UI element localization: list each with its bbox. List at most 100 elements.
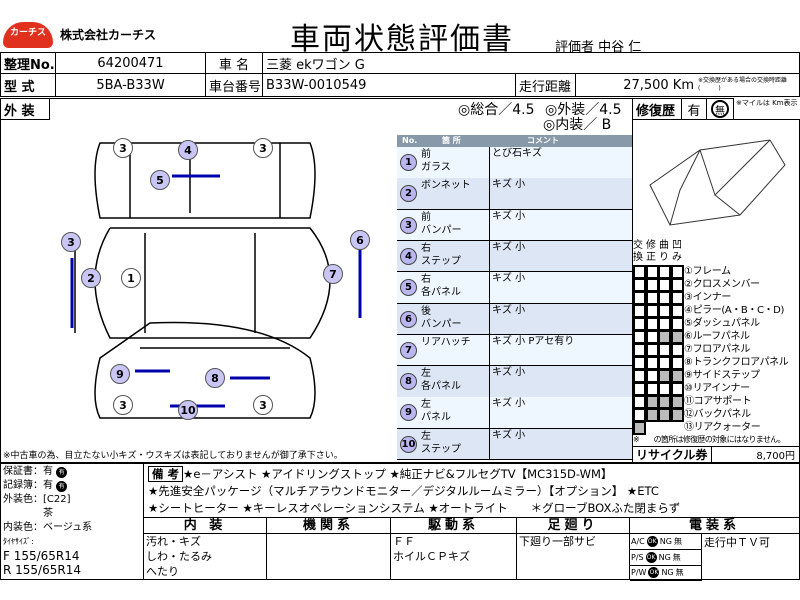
suspension-notes: 下廻り一部サビ [516, 533, 630, 580]
tire-tread-mark: 3 [253, 138, 273, 158]
frame-check-cell [658, 369, 671, 383]
frame-item: ⑬リアクォーター [684, 422, 761, 433]
none-option[interactable]: 無 [672, 552, 681, 562]
frame-check-cell[interactable] [633, 382, 646, 396]
frame-check-cell[interactable] [633, 265, 646, 279]
frame-check-cell[interactable] [658, 265, 671, 279]
damage-row: 9 左 パネル キズ 小 [397, 397, 632, 429]
frame-check-cell[interactable] [670, 343, 684, 357]
tire-tread-mark: 3 [113, 395, 133, 415]
records: 記録簿：有 有 [3, 479, 141, 493]
frame-check-cell[interactable] [645, 343, 659, 357]
frame-check-cell[interactable] [670, 291, 684, 305]
frame-check-cell[interactable] [658, 382, 671, 396]
frame-check-cell[interactable] [633, 278, 646, 292]
frame-check-cell[interactable] [670, 304, 684, 318]
frame-check-cell[interactable] [658, 278, 671, 292]
ng-option[interactable]: NG [659, 537, 672, 546]
frame-check-cell[interactable] [633, 395, 646, 409]
frame-check-cell[interactable] [670, 382, 684, 396]
damage-number-icon: 7 [400, 341, 417, 359]
damage-comment: とび石キズ [489, 147, 632, 178]
ng-option[interactable]: NG [661, 568, 674, 577]
chassis-label: 車台番号 [205, 73, 263, 97]
damage-number-icon: 10 [400, 435, 417, 453]
damage-number-icon: 9 [400, 404, 417, 422]
frame-col-header: 曲り [659, 240, 669, 263]
frame-check-cell[interactable] [633, 343, 646, 357]
col-no: No. [402, 136, 418, 145]
score-exterior: ◎外装／4.5 [545, 102, 622, 118]
frame-diagram [649, 139, 786, 226]
frame-check-cell[interactable] [633, 369, 646, 383]
frame-check-cell[interactable] [633, 317, 646, 331]
frame-check-cell[interactable] [645, 356, 659, 370]
none-option[interactable]: 無 [675, 568, 684, 577]
frame-check-cell[interactable] [658, 317, 671, 331]
frame-check-cell[interactable] [645, 382, 659, 396]
ok-circled[interactable]: OK [646, 536, 658, 547]
remarks-line: ★e－アシスト ★アイドリングストップ ★純正ナビ&フルセグTV【MC315D-… [183, 467, 613, 481]
frame-check-cell[interactable] [633, 291, 646, 305]
ng-option[interactable]: NG [658, 552, 671, 562]
ok-circled[interactable]: OK [645, 551, 657, 563]
damage-row: 8 左 各パネル キズ 小 [397, 366, 632, 398]
damage-comment: キズ 小 [489, 272, 632, 303]
damage-location: 右 ステップ [421, 242, 461, 267]
frame-check-cell[interactable] [645, 278, 659, 292]
frame-check-cell[interactable] [645, 304, 659, 318]
frame-check-cell [670, 369, 684, 383]
no-value: 64200471 [55, 52, 206, 74]
frame-check-cell[interactable] [645, 369, 659, 383]
frame-check-cell[interactable] [633, 408, 646, 422]
damage-row: 5 右 各パネル キズ 小 [397, 272, 632, 304]
tire-rear: R 155/65R14 [3, 563, 81, 577]
repair-none-circled[interactable]: 無 [706, 98, 734, 120]
evaluator: 評価者 中谷 仁 [555, 40, 642, 55]
frame-item: ⑩リアインナー [684, 383, 750, 394]
frame-check-cell[interactable] [645, 291, 659, 305]
frame-check-cell[interactable] [670, 317, 684, 331]
name-label: 車 名 [205, 52, 263, 74]
frame-item: ⑥ルーフパネル [684, 331, 750, 342]
frame-check-cell[interactable] [658, 291, 671, 305]
none-option[interactable]: 無 [673, 537, 682, 546]
damage-number-icon: 6 [400, 310, 417, 328]
frame-check-cell[interactable] [633, 304, 646, 318]
damage-table-header: No. 箇 所 コメント [397, 135, 632, 147]
electrical-note: 走行中ＴＶ可 [704, 536, 770, 549]
damage-marker-8: 8 [205, 368, 225, 388]
frame-check-cell[interactable] [670, 265, 684, 279]
ok-circled[interactable]: OK [648, 567, 660, 578]
warranty: 保証書：有 有 [3, 465, 141, 479]
frame-check-cell[interactable] [670, 356, 684, 370]
damage-comment: キズ 小 Pアセ有り [489, 334, 632, 366]
frame-check-cell[interactable] [633, 330, 646, 344]
repair-yes[interactable]: 有 [681, 98, 707, 120]
damage-location: 左 各パネル [421, 368, 461, 393]
exterior-color: 茶 [43, 508, 53, 519]
frame-check-cell [633, 421, 646, 435]
col-comment: コメント [527, 136, 559, 145]
frame-check-cell[interactable] [645, 330, 659, 344]
frame-col-header: 凹み [672, 240, 682, 263]
frame-check-cell [645, 408, 659, 422]
damage-row: 1 前 ガラス とび石キズ [397, 147, 632, 179]
frame-check-cell [658, 408, 671, 422]
engine-header: 機関系 [266, 517, 391, 534]
frame-check-cell[interactable] [658, 304, 671, 318]
frame-check-cell[interactable] [658, 343, 671, 357]
chassis-value: B33W-0010549 [262, 73, 516, 97]
tire-tread-mark: 3 [113, 138, 133, 158]
damage-row: 3 前 バンパー キズ 小 [397, 209, 632, 242]
mileage-cell: 27,500 Km ※交換歴がある場合の交換時距離( ) [575, 73, 800, 97]
frame-check-cell[interactable] [645, 317, 659, 331]
frame-check-cell[interactable] [633, 356, 646, 370]
frame-check-cell[interactable] [658, 356, 671, 370]
frame-check-cell[interactable] [645, 265, 659, 279]
frame-check-cell[interactable] [670, 278, 684, 292]
damage-location: 前 ガラス [421, 149, 451, 173]
damage-marker-2: 2 [81, 268, 101, 288]
